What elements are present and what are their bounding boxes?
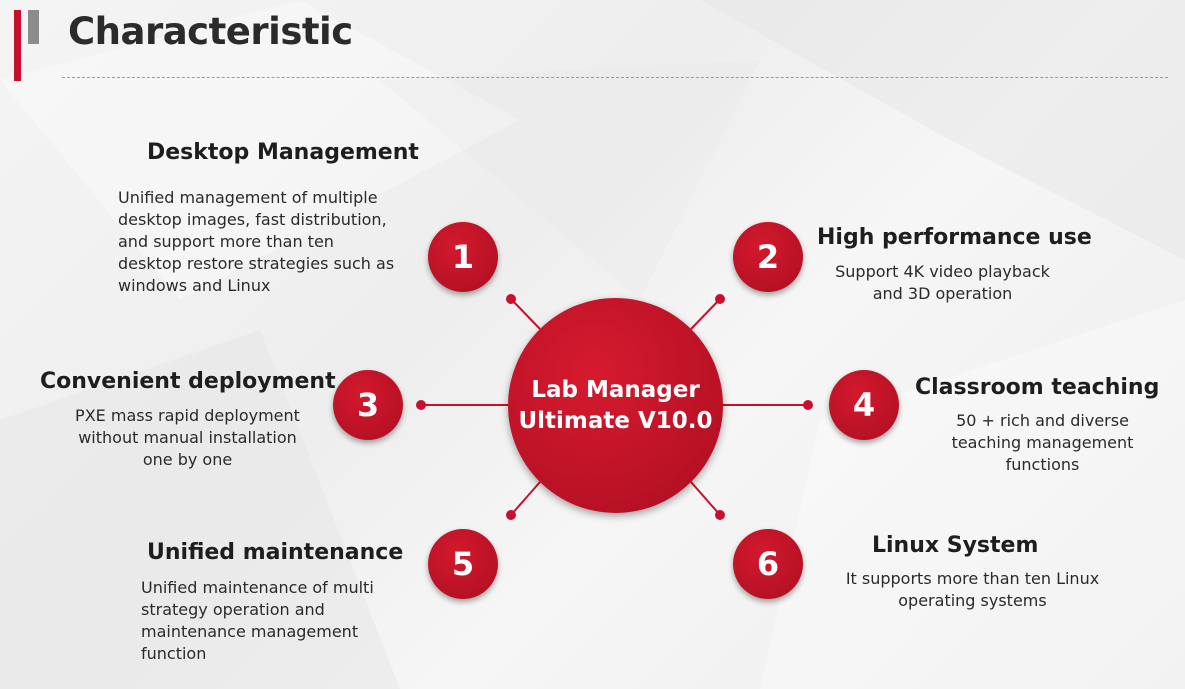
feature-5-title: Unified maintenance (147, 540, 404, 565)
connector-line-5 (510, 481, 541, 516)
connector-line-6 (690, 481, 721, 516)
feature-6-number-badge: 6 (733, 529, 803, 599)
hub-label: Lab Manager Ultimate V10.0 (518, 376, 713, 434)
feature-3-number-badge: 3 (333, 370, 403, 440)
feature-4-description: 50 + rich and diverse teaching managemen… (951, 411, 1134, 474)
center-hub: Lab Manager Ultimate V10.0 (508, 298, 723, 513)
connector-dot-4 (803, 400, 813, 410)
connector-dot-2 (715, 294, 725, 304)
feature-5-description: Unified maintenance of multi strategy op… (141, 578, 374, 663)
feature-4-number-badge: 4 (829, 370, 899, 440)
feature-6-description: It supports more than ten Linux operatin… (845, 569, 1100, 610)
feature-4-title: Classroom teaching (915, 375, 1160, 400)
title-accent-gray-bar (28, 10, 39, 44)
connector-dot-1 (506, 294, 516, 304)
feature-5-number-badge: 5 (428, 529, 498, 599)
connector-dot-6 (715, 510, 725, 520)
connector-dot-5 (506, 510, 516, 520)
title-divider (62, 77, 1168, 78)
feature-1-title: Desktop Management (147, 140, 419, 165)
connector-dot-3 (416, 400, 426, 410)
feature-1-number-badge: 1 (428, 222, 498, 292)
feature-2-description: Support 4K video playback and 3D operati… (835, 262, 1050, 303)
feature-6-title: Linux System (872, 533, 1039, 558)
connector-line-1 (510, 298, 541, 330)
feature-2-number-badge: 2 (733, 222, 803, 292)
feature-3-description: PXE mass rapid deployment without manual… (75, 406, 300, 469)
feature-2-title: High performance use (817, 225, 1092, 250)
page-title: Characteristic (68, 10, 353, 53)
feature-3-title: Convenient deployment (40, 369, 336, 394)
title-accent-red-bar (14, 10, 21, 81)
feature-1-description: Unified management of multiple desktop i… (118, 188, 395, 295)
connector-line-2 (690, 298, 721, 330)
